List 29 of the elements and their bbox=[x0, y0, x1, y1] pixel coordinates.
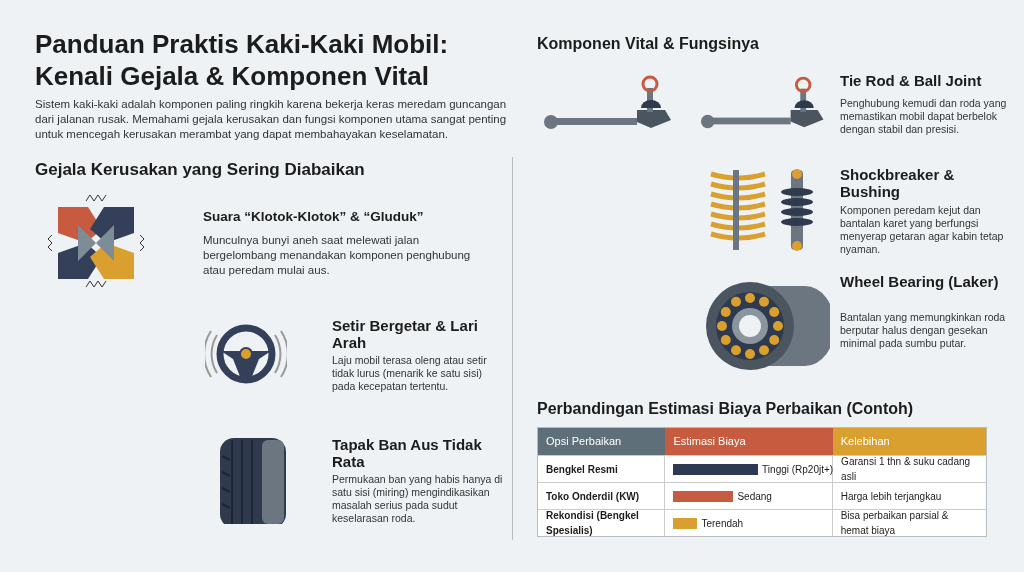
section-heading: Perbandingan Estimasi Biaya Perbaikan (Contoh) bbox=[537, 399, 915, 419]
symptom-description: Permukaan ban yang habis hanya di satu sisi (miring) mengindikasikan masalah serius pada sudut keselarasan roda. bbox=[332, 473, 504, 525]
symptom-description: Laju mobil terasa oleng atau setir tidak lurus (menarik ke satu sisi) pada kecepatan tertentu. bbox=[332, 354, 488, 393]
component-description: Bantalan yang memungkinkan roda berputar halus dengan gesekan minimal pada sumbu putar. bbox=[840, 311, 1007, 350]
table-header: Opsi Perbaikan bbox=[538, 428, 666, 455]
component-description: Komponen peredam kejut dan bantalan karet yang berfungsi menyerap getaran agar kabin tetap nyaman. bbox=[840, 204, 1005, 256]
symptom-heading: Setir Bergetar & Lari Arah bbox=[332, 317, 479, 351]
intro-paragraph: Sistem kaki-kaki adalah komponen paling ringkih karena bekerja keras meredam guncangan dari jalanan rusak. Memahami gejala kerusakan dan fungsi komponen utama sangat penting untuk mencegah kerusakan merambat yang dapat membahayakan keselamatan. bbox=[35, 97, 508, 142]
table-cell-text: Harga lebih terjangkau bbox=[839, 489, 943, 504]
table-header: Kelebihan bbox=[832, 428, 986, 455]
table-header: Estimasi Biaya bbox=[665, 428, 833, 455]
table-cell-text: Tinggi (Rp20jt+) bbox=[762, 462, 834, 477]
table-cell: Bengkel Resmi bbox=[538, 456, 666, 482]
page-title: Panduan Praktis Kaki-Kaki Mobil: Kenali Gejala & Komponen Vital bbox=[35, 28, 450, 92]
section-heading: Gejala Kerusakan yang Sering Diabaikan bbox=[35, 159, 366, 181]
component-heading: Wheel Bearing (Laker) bbox=[840, 273, 1000, 290]
component-heading: Shockbreaker & Bushing bbox=[840, 166, 956, 200]
symptom-description: Munculnya bunyi aneh saat melewati jalan bergelombang menandakan komponen penghubung atau peredam mulai aus. bbox=[203, 233, 472, 278]
component-description: Penghubung kemudi dan roda yang memastikan mobil dapat berbelok dengan stabil dan presisi. bbox=[840, 97, 1008, 136]
table-cell: Toko Onderdil (KW) bbox=[538, 483, 666, 509]
symptom-heading: Tapak Ban Aus Tidak Rata bbox=[332, 436, 482, 470]
table-cell-text: Bisa perbaikan parsial & hemat biaya bbox=[839, 510, 950, 536]
table-cell-text: Garansi 1 thn & suku cadang asli bbox=[840, 456, 972, 482]
table-cell-text: Terendah bbox=[701, 516, 744, 531]
section-heading: Komponen Vital & Fungsinya bbox=[537, 34, 760, 54]
table-cell-text: Sedang bbox=[737, 489, 772, 504]
symptom-heading: Suara “Klotok-Klotok” & “Gluduk” bbox=[203, 208, 425, 226]
table-cell: Rekondisi (Bengkel Spesialis) bbox=[538, 510, 666, 536]
component-heading: Tie Rod & Ball Joint bbox=[840, 72, 983, 89]
